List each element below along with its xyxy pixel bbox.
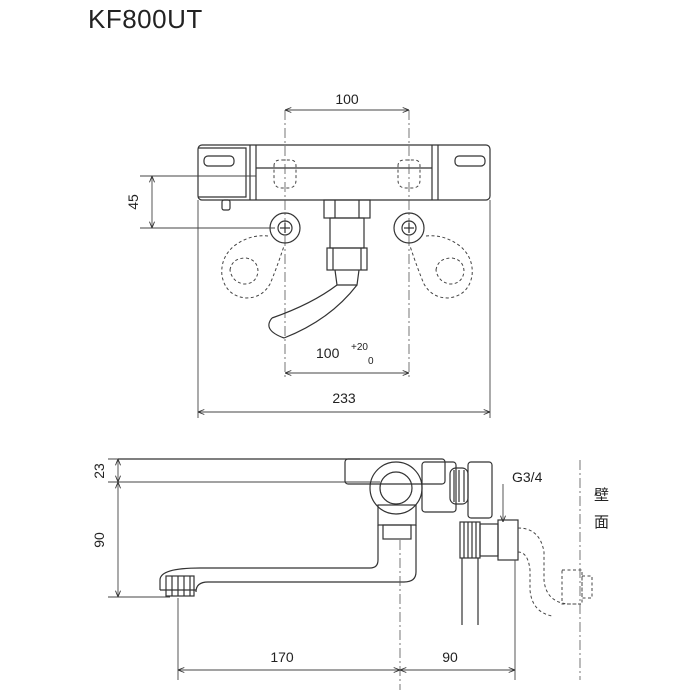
aerator	[165, 575, 195, 597]
left-handle	[198, 147, 247, 198]
outlet-fitting	[459, 521, 481, 559]
model-title: KF800UT	[88, 4, 203, 34]
wall-label-2: 面	[594, 513, 609, 531]
wall-elbow	[517, 527, 578, 605]
mount-hole-right	[397, 159, 421, 189]
spout-nut	[323, 199, 371, 219]
dim-23: 23	[91, 463, 107, 479]
front-view: 100 45 100 +20 0 233	[125, 91, 491, 418]
right-handle-grip	[454, 155, 486, 167]
dim-45: 45	[125, 194, 141, 210]
dim-tol-minus: 0	[368, 356, 374, 367]
dim-tol-plus: +20	[351, 342, 368, 353]
dim-top-100: 100	[335, 91, 359, 107]
dim-233: 233	[332, 390, 356, 406]
mount-hole-left	[273, 159, 297, 189]
wall-label-1: 壁	[594, 486, 609, 504]
right-elbow	[409, 235, 473, 299]
dim-side-90: 90	[91, 532, 107, 548]
spout-arm	[271, 284, 338, 319]
side-view: 23 90	[91, 458, 609, 690]
inlet-nut-right	[393, 212, 425, 244]
left-elbow	[221, 235, 285, 299]
dim-bottom-90: 90	[442, 649, 458, 665]
dim-pipe-100: 100	[316, 345, 340, 361]
faucet-body	[197, 144, 491, 201]
dim-170: 170	[270, 649, 294, 665]
spout-lower	[159, 525, 379, 590]
left-handle-grip	[203, 155, 235, 167]
thread-label: G3/4	[512, 469, 543, 485]
